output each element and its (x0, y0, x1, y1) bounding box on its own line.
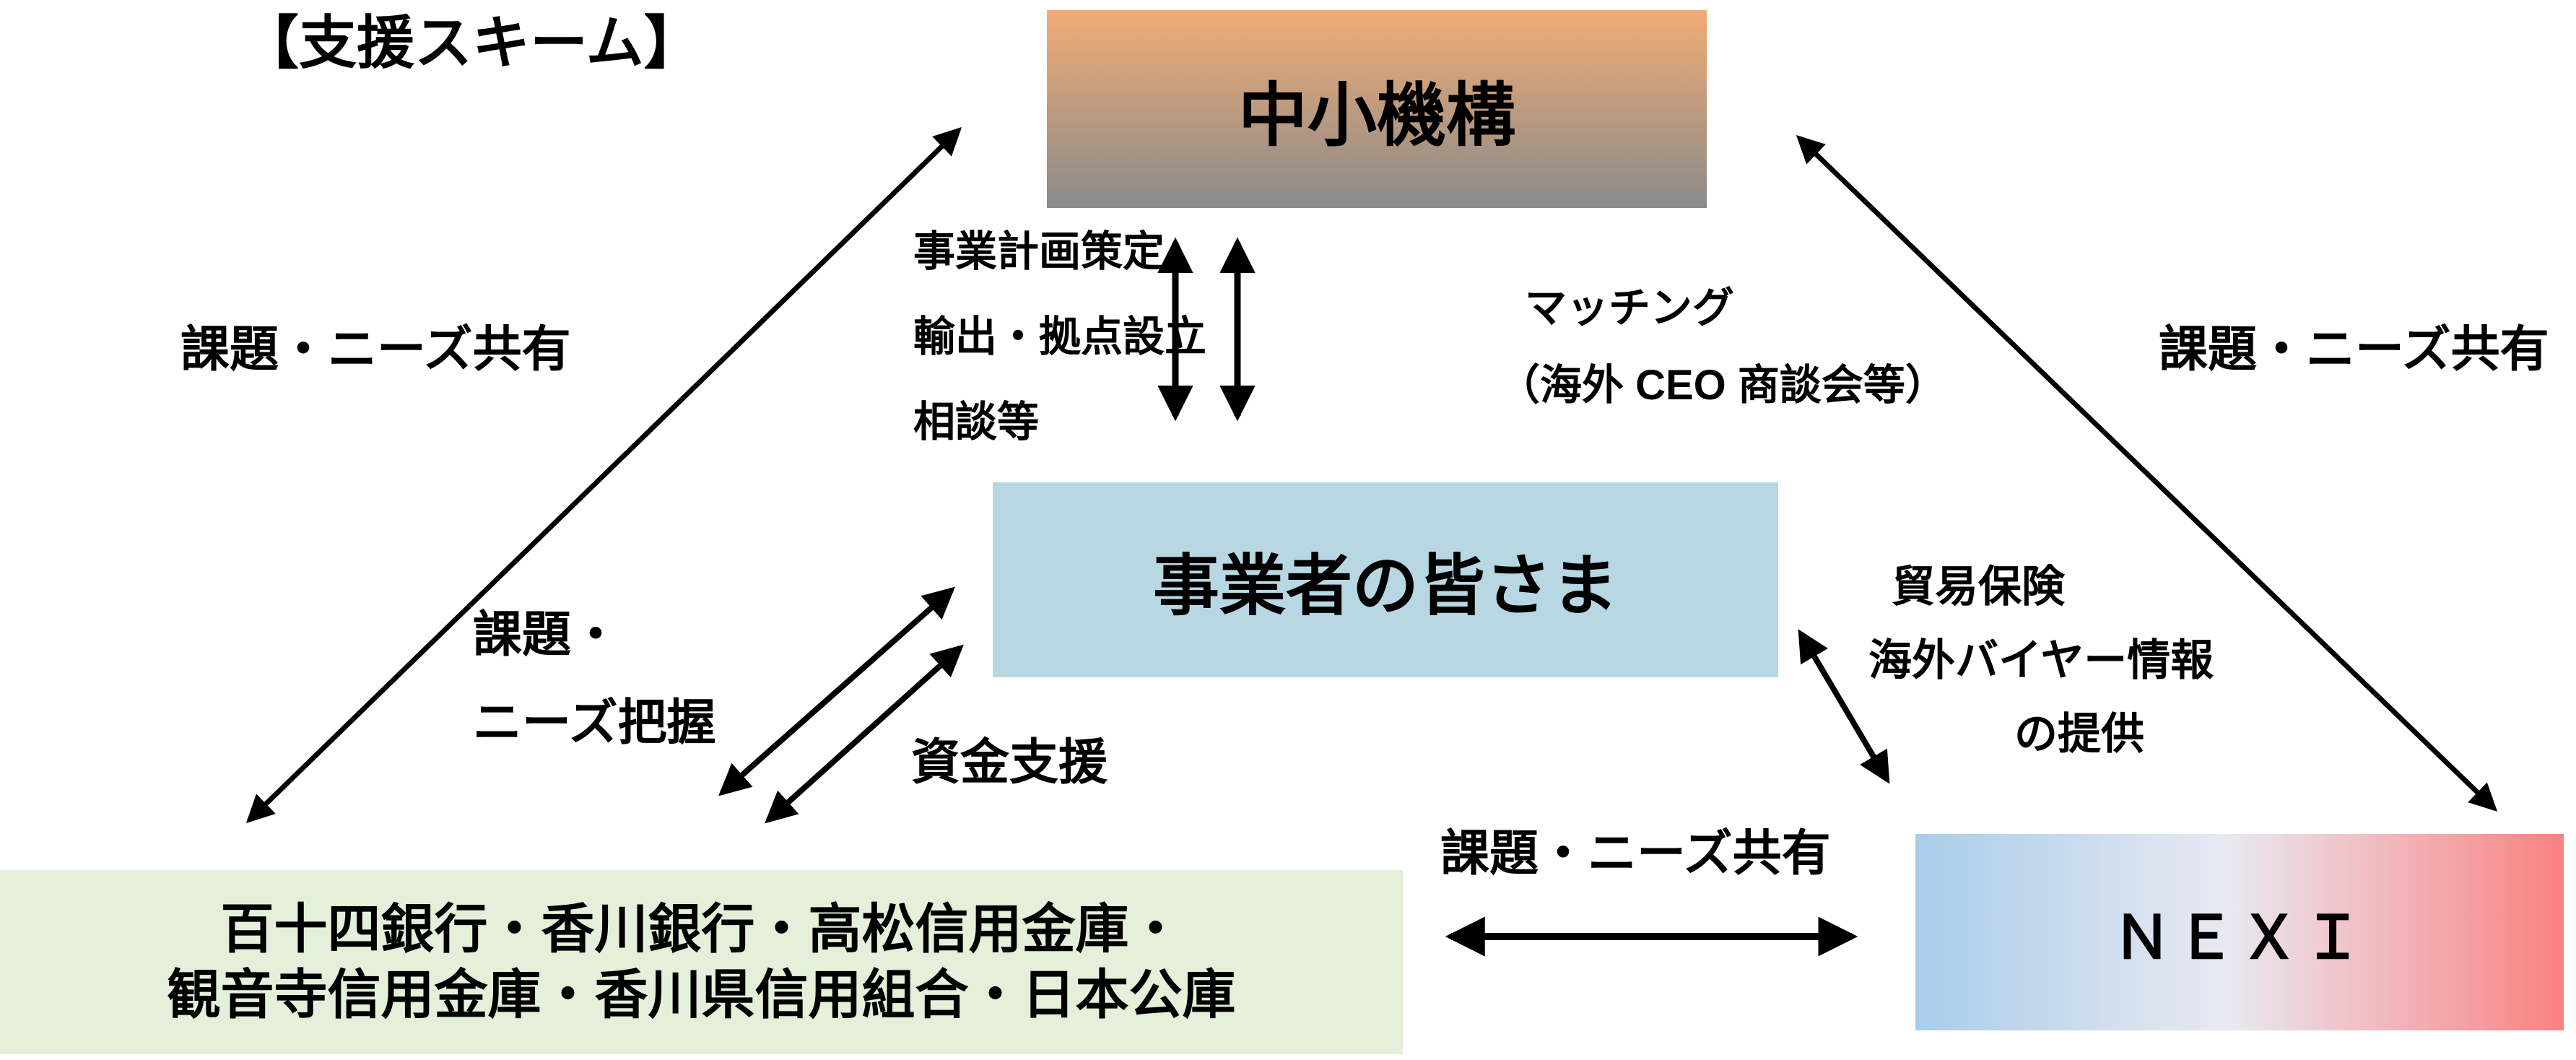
node-banks: 百十四銀行・香川銀行・高松信用金庫・ 観音寺信用金庫・香川県信用組合・日本公庫 (0, 870, 1403, 1054)
label-consultation: 事業計画策定、 輸出・拠点設立 相談等 (913, 209, 1206, 465)
node-nexi-label: ＮＥＸＩ (2112, 905, 2367, 971)
node-jigyosha: 事業者の皆さま (993, 482, 1778, 677)
label-consultation-line2: 輸出・拠点設立 (913, 313, 1207, 360)
label-insurance-line1: 貿易保険 (1892, 562, 2065, 611)
label-insurance-line3: の提供 (2014, 710, 2144, 758)
arrow-banks-jigyosha-2 (765, 644, 964, 824)
label-funding: 資金支援 (911, 735, 1108, 790)
node-chushokiko: 中小機構 (1047, 10, 1707, 208)
label-needs-grasp: 課題・ ニーズ把握 (473, 591, 716, 767)
label-share-right: 課題・ニーズ共有 (2159, 322, 2549, 377)
label-share-bottom: 課題・ニーズ共有 (1440, 826, 1831, 881)
node-jigyosha-label: 事業者の皆さま (1152, 549, 1618, 623)
label-consultation-line3: 相談等 (913, 399, 1040, 446)
node-chushokiko-label: 中小機構 (1238, 77, 1515, 155)
arrow-nexi-chushokiko (1796, 134, 2498, 812)
node-banks-line1: 百十四銀行・香川銀行・高松信用金庫・ (220, 899, 1183, 960)
page-title: 【支援スキーム】 (241, 11, 702, 75)
label-share-left: 課題・ニーズ共有 (180, 322, 571, 377)
label-needs-grasp-line1: 課題・ (473, 607, 621, 662)
label-needs-grasp-line2: ニーズ把握 (473, 695, 716, 750)
label-matching-line2: （海外 CEO 商談会等） (1498, 362, 1947, 409)
node-nexi: ＮＥＸＩ (1915, 834, 2564, 1030)
label-consultation-line1: 事業計画策定、 (913, 228, 1207, 275)
label-matching-line1: マッチング (1525, 284, 1735, 331)
node-banks-line2: 観音寺信用金庫・香川県信用組合・日本公庫 (167, 964, 1236, 1025)
label-insurance-line2: 海外バイヤー情報 (1868, 636, 2214, 685)
